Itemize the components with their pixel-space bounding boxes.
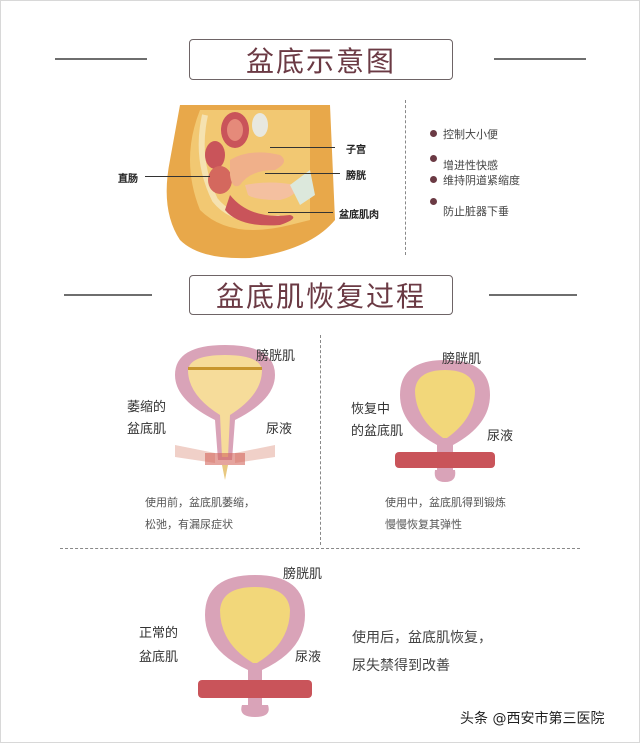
stage1-pelvic-label-line1: 萎缩的: [127, 400, 167, 415]
stage1-caption: 使用前，盆底肌萎缩， 松弛，有漏尿症状: [145, 492, 255, 536]
stage2-caption-line1: 使用中，盆底肌得到锻炼: [385, 496, 506, 509]
bullet-icon: [430, 176, 437, 183]
stage3-pelvic-label-line1: 正常的: [139, 626, 179, 641]
stage3-caption-line2: 尿失禁得到改善: [352, 658, 450, 674]
bullet-icon: [430, 130, 437, 137]
leader-rectum: [145, 176, 210, 177]
stage3-bladder-muscle-label: 膀胱肌: [283, 567, 323, 582]
divider-right-1: [494, 58, 586, 60]
function-item: 维持阴道紧缩度: [443, 174, 520, 187]
leader-pelvic-floor: [268, 212, 333, 213]
label-rectum: 直肠: [118, 174, 138, 185]
bullet-icon: [430, 198, 437, 205]
stage2-bladder-muscle-label: 膀胱肌: [442, 352, 482, 367]
vertical-divider-2: [320, 335, 321, 545]
section1-title: 盆底示意图: [189, 39, 453, 80]
stage1-caption-line1: 使用前，盆底肌萎缩，: [145, 496, 255, 509]
stage2-pelvic-label-line2: 的盆底肌: [351, 424, 404, 439]
stage2-pelvic-label-line1: 恢复中: [351, 402, 391, 417]
label-bladder: 膀胱: [346, 171, 366, 182]
leader-uterus: [270, 147, 335, 148]
leader-bladder: [265, 173, 340, 174]
stage2-urine-label: 尿液: [487, 429, 514, 444]
divider-left-1: [55, 58, 147, 60]
function-item: 控制大小便: [443, 128, 498, 141]
stage3-urine-label: 尿液: [295, 650, 322, 665]
stage1-pelvic-label-line2: 盆底肌: [127, 422, 167, 437]
pelvic-anatomy-illustration: [166, 105, 335, 259]
function-item: 增进性快感: [443, 159, 498, 172]
vertical-divider-1: [405, 100, 406, 255]
bullet-icon: [430, 155, 437, 162]
stage1-urine-label: 尿液: [266, 422, 293, 437]
stage1-caption-line2: 松弛，有漏尿症状: [145, 518, 233, 531]
label-pelvic-floor-muscle: 盆底肌肉: [339, 210, 379, 221]
stage2-caption-line2: 慢慢恢复其弹性: [385, 518, 462, 531]
divider-left-2: [64, 294, 152, 296]
bladder-normal-illustration: [198, 575, 312, 717]
function-item: 防止脏器下垂: [443, 205, 509, 218]
horizontal-divider: [60, 548, 580, 549]
stage3-caption-line1: 使用后，盆底肌恢复，: [352, 630, 492, 646]
stage3-pelvic-label-line2: 盆底肌: [139, 650, 179, 665]
stage1-bladder-muscle-label: 膀胱肌: [256, 349, 296, 364]
stage3-caption: 使用后，盆底肌恢复， 尿失禁得到改善: [352, 624, 492, 680]
divider-right-2: [489, 294, 577, 296]
stage2-caption: 使用中，盆底肌得到锻炼 慢慢恢复其弹性: [385, 492, 506, 536]
watermark: 头条 @西安市第三医院: [460, 711, 605, 727]
bladder-atrophied-illustration: [175, 345, 275, 480]
section2-title: 盆底肌恢复过程: [189, 275, 453, 315]
bladder-recovering-illustration: [395, 360, 495, 482]
label-uterus: 子宫: [346, 145, 366, 156]
